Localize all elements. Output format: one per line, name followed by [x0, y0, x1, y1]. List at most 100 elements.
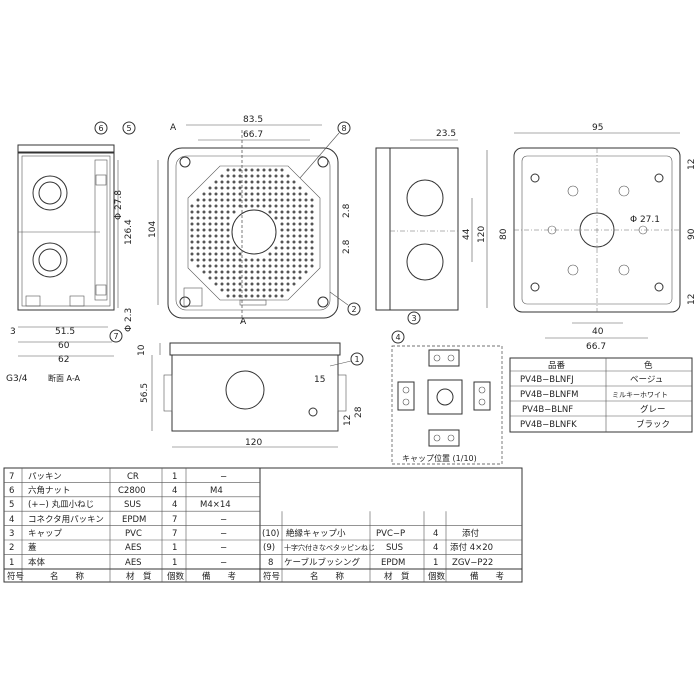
vent-dot: [268, 252, 272, 256]
vent-dot: [220, 210, 224, 214]
vent-dot: [226, 174, 230, 178]
vent-dot: [298, 234, 302, 238]
vent-dot: [280, 168, 284, 172]
bottom-right-knock: [337, 374, 347, 412]
vent-dot: [298, 222, 302, 226]
parts-header-name-left: 名 称: [50, 571, 85, 582]
vent-dot: [292, 276, 296, 280]
vent-dot: [226, 180, 230, 184]
vent-dot: [292, 192, 296, 196]
balloon-4: [391, 330, 405, 344]
vent-dot: [268, 270, 272, 274]
vent-dot: [274, 264, 278, 268]
vent-dot: [244, 258, 248, 262]
cap-view-frame: [391, 345, 503, 465]
vent-dot: [268, 186, 272, 190]
vent-dot: [202, 270, 206, 274]
color-table-color-2: グレー: [640, 404, 666, 415]
vent-dot: [310, 234, 314, 238]
vent-dot: [220, 198, 224, 202]
parts-right-2-name: ケーブルブッシング: [284, 557, 360, 568]
vent-dot: [250, 174, 254, 178]
dim-phi-2-3: Φ 2.3: [124, 308, 134, 332]
parts-header-material-left: 材 質: [126, 571, 152, 582]
vent-dot: [238, 204, 242, 208]
vent-dot: [226, 186, 230, 190]
vent-dot: [220, 246, 224, 250]
bottom-small-hole: [308, 407, 318, 417]
interior-view: 95 80 90 12 12 Φ 27.1 40 66.7: [499, 123, 697, 352]
vent-dot: [310, 204, 314, 208]
vent-dot: [244, 294, 248, 298]
vent-dot: [268, 210, 272, 214]
vent-dot: [226, 192, 230, 196]
vent-dot: [214, 228, 218, 232]
dim-83-5: 83.5: [243, 115, 263, 125]
balloon-8-label: 8: [342, 124, 347, 133]
cap-left-hole-2: [402, 398, 410, 406]
vent-dot: [280, 252, 284, 256]
vent-dot: [208, 198, 212, 202]
cap-top-hole-1: [433, 354, 441, 362]
balloon-5: [122, 121, 136, 135]
vent-dot: [262, 168, 266, 172]
vent-dot: [304, 216, 308, 220]
vent-dot: [310, 258, 314, 262]
vent-dot: [190, 258, 194, 262]
vent-dot: [226, 282, 230, 286]
front-screw-br: [317, 296, 329, 308]
vent-dot: [250, 204, 254, 208]
vent-dot: [244, 204, 248, 208]
vent-dot: [298, 228, 302, 232]
dim-60: 60: [58, 341, 70, 351]
vent-dot: [196, 198, 200, 202]
vent-dot: [226, 228, 230, 232]
section-outline: [17, 151, 115, 311]
vent-dot: [202, 228, 206, 232]
vent-dot: [244, 180, 248, 184]
bottom-body: [171, 354, 339, 432]
vent-dot: [196, 222, 200, 226]
vent-dot: [292, 264, 296, 268]
vent-dot: [286, 258, 290, 262]
vent-dot: [214, 198, 218, 202]
vent-dot: [298, 240, 302, 244]
vent-dot: [250, 186, 254, 190]
side-view: 23.5 44 120 4 3: [375, 129, 488, 344]
color-table-part-0: PV4B−BLNFJ: [520, 375, 574, 385]
parts-right-1-name: 十字穴付きなべタッピンねじ: [284, 543, 375, 552]
vent-dot: [238, 294, 242, 298]
parts-header-no-left: 符号: [7, 571, 24, 582]
vent-dot: [256, 174, 260, 178]
color-table-frame: [509, 357, 693, 433]
vent-dot: [304, 246, 308, 250]
dim-51-5: 51.5: [55, 327, 75, 337]
vent-dot: [292, 180, 296, 184]
dim-3: 3: [10, 327, 16, 337]
vent-dot: [304, 192, 308, 196]
front-screw-tr: [317, 156, 329, 168]
parts-left-4-no: 3: [9, 529, 14, 539]
vent-dot: [268, 258, 272, 262]
front-corner-tab: [183, 287, 203, 307]
vent-dot: [208, 276, 212, 280]
vent-dot: [190, 228, 194, 232]
dim-12-bottom-view: 12: [343, 415, 353, 426]
interior-boss-1: [567, 185, 579, 197]
parts-right-0-note: 添付: [462, 528, 480, 539]
cap-position-view: キャップ位置 (1/10): [391, 345, 503, 465]
dim-90: 90: [687, 228, 697, 240]
vent-dot: [190, 246, 194, 250]
parts-left-6-mat: AES: [125, 558, 142, 568]
vent-dot: [280, 282, 284, 286]
vent-dot: [274, 258, 278, 262]
color-table: 品番 色 PV4B−BLNFJ ベージュ PV4B−BLNFM ミルキーホワイト…: [509, 357, 693, 433]
parts-left-1-mat: C2800: [118, 486, 146, 496]
vent-dot: [274, 282, 278, 286]
vent-dot: [232, 288, 236, 292]
vent-dot: [262, 198, 266, 202]
balloon-3: [407, 311, 421, 325]
vent-dot: [292, 222, 296, 226]
balloon-5-label: 5: [127, 124, 132, 133]
vent-dot: [280, 204, 284, 208]
